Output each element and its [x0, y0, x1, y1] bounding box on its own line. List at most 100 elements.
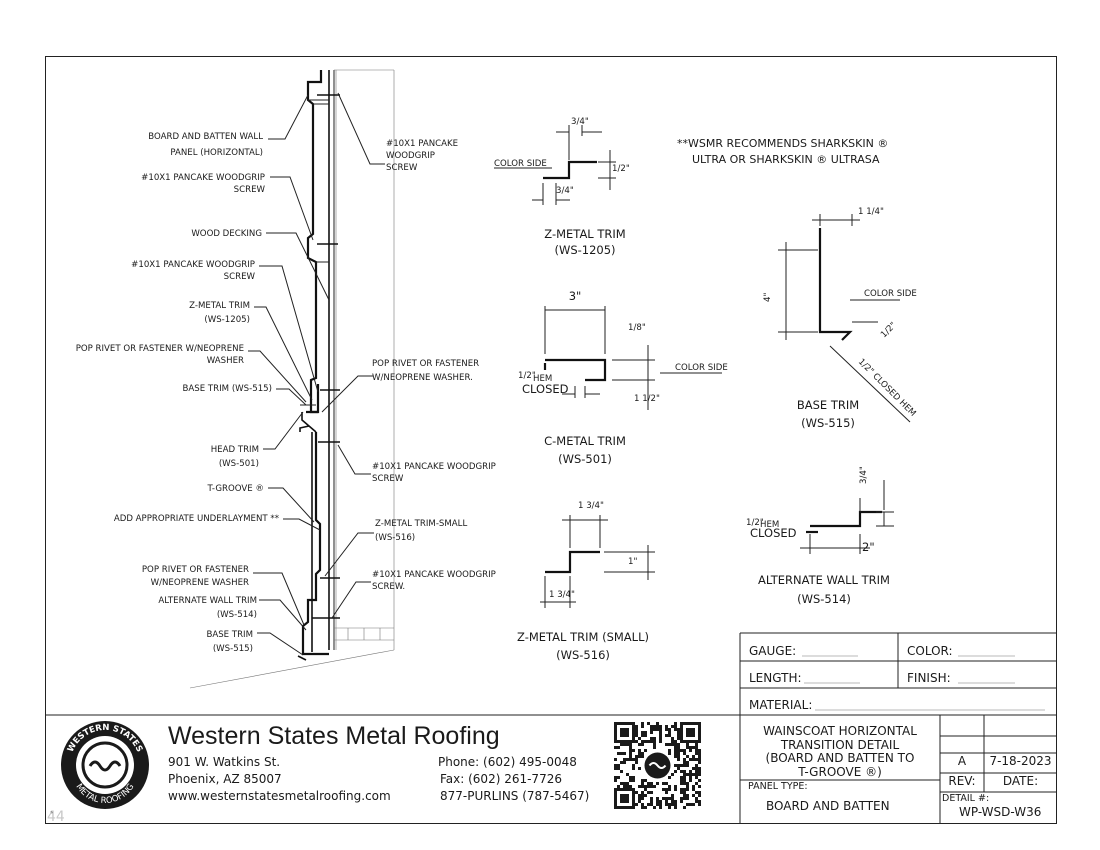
callout-r-washer: W/NEOPRENE WASHER. — [372, 373, 473, 383]
base-trim-code: (WS-515) — [801, 416, 855, 430]
left-callouts: BOARD AND BATTEN WALL PANEL (HORIZONTAL)… — [76, 132, 280, 654]
note-line-1: **WSMR RECOMMENDS SHARKSKIN ® — [677, 137, 888, 150]
z-metal-code: (WS-1205) — [554, 243, 615, 257]
gauge-label: GAUGE: — [749, 644, 797, 658]
company-website[interactable]: www.westernstatesmetalroofing.com — [168, 789, 391, 803]
callout-washer-1: WASHER — [207, 356, 244, 366]
rev-value: A — [957, 754, 967, 768]
svg-text:HEM: HEM — [533, 374, 552, 384]
svg-text:3": 3" — [569, 289, 582, 303]
alt-wall-code: (WS-514) — [797, 592, 851, 606]
svg-text:COLOR SIDE: COLOR SIDE — [675, 363, 728, 373]
company-street: 901 W. Watkins St. — [168, 755, 281, 769]
svg-text:COLOR SIDE: COLOR SIDE — [494, 159, 547, 169]
callout-r-screw: SCREW — [386, 163, 418, 173]
callout-r-pancake-3: #10X1 PANCAKE WOODGRIP — [372, 570, 496, 580]
callout-base-trim-2-code: (WS-515) — [213, 644, 253, 654]
color-label: COLOR: — [907, 644, 953, 658]
callout-pancake-screw-1: #10X1 PANCAKE WOODGRIP — [141, 173, 265, 183]
qr-code — [614, 722, 701, 809]
panel-type-value: BOARD AND BATTEN — [766, 799, 890, 813]
svg-text:1": 1" — [628, 557, 637, 567]
callout-z-metal-code: (WS-1205) — [204, 315, 250, 325]
z-small-code: (WS-516) — [556, 648, 610, 662]
c-metal-code: (WS-501) — [558, 452, 612, 466]
svg-text:2": 2" — [862, 540, 875, 554]
c-metal-trim-detail: 3" 1/8" COLOR SIDE 1/2" HEM CLOSED 1 1/2… — [518, 289, 728, 466]
company-logo: WESTERN STATES METAL ROOFING — [50, 721, 149, 814]
callout-wood-decking: WOOD DECKING — [191, 229, 262, 239]
note-line-2: ULTRA OR SHARKSKIN ® ULTRASA — [692, 153, 880, 166]
material-label: MATERIAL: — [749, 698, 813, 712]
svg-text:1/2": 1/2" — [879, 320, 899, 340]
alt-wall-trim-detail: 3/4" 1/2" HEM CLOSED 2" ALTERNATE WALL T… — [746, 466, 894, 606]
base-trim-title: BASE TRIM — [797, 398, 859, 412]
svg-text:1/2": 1/2" — [612, 164, 630, 174]
svg-text:3/4": 3/4" — [571, 117, 589, 127]
svg-text:1/8": 1/8" — [628, 323, 646, 333]
callout-r-pancake-2: #10X1 PANCAKE WOODGRIP — [372, 462, 496, 472]
page-number: 44 — [47, 809, 65, 825]
company-tollfree: 877-PURLINS (787-5467) — [440, 789, 590, 803]
base-trim-detail: 1 1/4" 4" COLOR SIDE 1/2" 1/2" CLOSED HE… — [763, 207, 918, 430]
rev-label: REV: — [948, 774, 976, 788]
z-metal-trim-detail: COLOR SIDE 3/4" 1/2" 3/4" Z-METAL TRIM (… — [494, 117, 630, 257]
callout-r-z-small: Z-METAL TRIM-SMALL — [375, 519, 467, 529]
company-name: Western States Metal Roofing — [168, 722, 500, 750]
callout-screw-2: SCREW — [224, 272, 256, 282]
svg-text:COLOR SIDE: COLOR SIDE — [864, 289, 917, 299]
length-label: LENGTH: — [749, 671, 802, 685]
callout-r-pancake: #10X1 PANCAKE — [386, 139, 458, 149]
company-fax: Fax: (602) 261-7726 — [440, 772, 562, 786]
callout-head-trim-code: (WS-501) — [219, 459, 259, 469]
callout-z-metal: Z-METAL TRIM — [189, 301, 250, 311]
wall-section — [189, 69, 395, 689]
alt-wall-title: ALTERNATE WALL TRIM — [758, 573, 890, 587]
title-block-grid — [45, 632, 1057, 824]
c-metal-title: C-METAL TRIM — [544, 434, 626, 448]
svg-text:HEM: HEM — [760, 520, 779, 530]
z-small-trim-detail: 1 3/4" 1 3/4" 1" Z-METAL TRIM (SMALL) (W… — [517, 501, 655, 662]
right-callouts: #10X1 PANCAKE WOODGRIP SCREW POP RIVET O… — [372, 139, 496, 592]
callout-screw-1: SCREW — [234, 185, 266, 195]
svg-text:1/2" CLOSED HEM: 1/2" CLOSED HEM — [856, 357, 918, 419]
z-metal-title: Z-METAL TRIM — [544, 227, 625, 241]
callout-panel-horizontal: PANEL (HORIZONTAL) — [170, 148, 263, 158]
company-phone: Phone: (602) 495-0048 — [438, 755, 577, 769]
finish-label: FINISH: — [907, 671, 951, 685]
right-leaders — [321, 92, 385, 619]
callout-alt-wall-trim: ALTERNATE WALL TRIM — [158, 596, 257, 606]
detail-label: DETAIL #: — [942, 793, 990, 804]
company-city: Phoenix, AZ 85007 — [168, 772, 282, 786]
callout-alt-wall-code: (WS-514) — [217, 610, 257, 620]
callout-r-screw-2: SCREW — [372, 474, 404, 484]
svg-text:1/2": 1/2" — [746, 518, 764, 528]
left-leaders — [248, 94, 330, 656]
callout-pop-rivet-1: POP RIVET OR FASTENER W/NEOPRENE — [76, 344, 244, 354]
callout-pancake-screw-2: #10X1 PANCAKE WOODGRIP — [131, 260, 255, 270]
callout-pop-rivet-2: POP RIVET OR FASTENER — [142, 565, 249, 575]
callout-r-screw-3: SCREW. — [372, 582, 405, 592]
drawing-sheet-border — [45, 56, 1057, 824]
svg-text:3/4": 3/4" — [556, 186, 574, 196]
svg-text:1 1/4": 1 1/4" — [858, 207, 884, 217]
callout-underlayment: ADD APPROPRIATE UNDERLAYMENT ** — [114, 514, 280, 524]
callout-head-trim: HEAD TRIM — [211, 445, 259, 455]
callout-r-pop-rivet: POP RIVET OR FASTENER — [372, 359, 479, 369]
svg-text:3/4": 3/4" — [859, 466, 869, 484]
svg-text:1 1/2": 1 1/2" — [634, 394, 660, 404]
callout-board-batten: BOARD AND BATTEN WALL — [148, 132, 263, 142]
detail-number: WP-WSD-W36 — [959, 805, 1042, 819]
date-label: DATE: — [1002, 774, 1039, 788]
drawing-title: WAINSCOAT HORIZONTAL TRANSITION DETAIL (… — [763, 724, 917, 779]
callout-washer-2: W/NEOPRENE WASHER — [151, 578, 249, 588]
callout-base-trim-1: BASE TRIM (WS-515) — [183, 384, 272, 394]
callout-r-woodgrip: WOODGRIP — [386, 151, 435, 161]
callout-r-z-small-code: (WS-516) — [375, 533, 415, 543]
callout-t-groove: T-GROOVE ® — [206, 484, 264, 494]
svg-text:CLOSED: CLOSED — [522, 382, 569, 396]
callout-base-trim-2: BASE TRIM — [206, 630, 253, 640]
svg-text:1 3/4": 1 3/4" — [549, 590, 575, 600]
svg-text:CLOSED: CLOSED — [750, 526, 797, 540]
